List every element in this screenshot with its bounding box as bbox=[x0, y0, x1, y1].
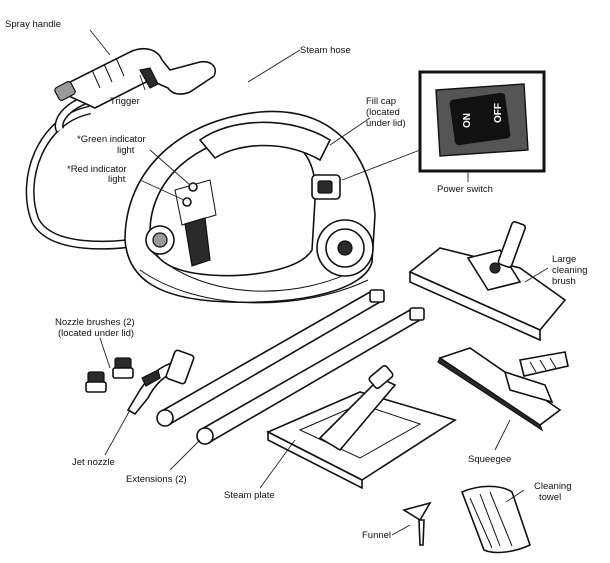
spray-handle bbox=[54, 48, 216, 109]
label-spray-handle: Spray handle bbox=[5, 19, 61, 30]
label-funnel: Funnel bbox=[362, 530, 391, 541]
label-trigger: Trigger bbox=[110, 96, 140, 107]
label-steam-hose: Steam hose bbox=[300, 45, 351, 56]
label-nozzle-brushes-2: (located under lid) bbox=[58, 328, 134, 339]
steam-plate bbox=[266, 364, 457, 490]
label-large-brush: Large bbox=[552, 254, 576, 265]
label-fill-cap-2: (located bbox=[366, 107, 400, 118]
leader-lines bbox=[89, 29, 549, 536]
label-green-indicator-2: light bbox=[117, 145, 135, 156]
label-fill-cap: Fill cap bbox=[366, 96, 396, 107]
label-steam-plate: Steam plate bbox=[224, 490, 275, 501]
jet-nozzle bbox=[126, 349, 195, 416]
label-jet-nozzle: Jet nozzle bbox=[72, 457, 115, 468]
label-squeegee: Squeegee bbox=[468, 454, 511, 465]
label-red-indicator-2: light bbox=[108, 174, 126, 185]
power-switch bbox=[449, 92, 511, 146]
label-nozzle-brushes: Nozzle brushes (2) bbox=[55, 317, 135, 328]
squeegee bbox=[437, 347, 569, 432]
red-indicator-light bbox=[182, 197, 192, 207]
label-cleaning-towel: Cleaning bbox=[534, 481, 572, 492]
nozzle-brush-1 bbox=[85, 371, 107, 393]
green-indicator-light bbox=[188, 182, 198, 192]
wheel bbox=[316, 219, 374, 277]
label-fill-cap-3: under lid) bbox=[366, 118, 406, 129]
label-green-indicator: *Green indicator bbox=[77, 134, 146, 145]
label-cleaning-towel-2: towel bbox=[539, 492, 561, 503]
extension-1 bbox=[156, 289, 385, 427]
switch-on-label: ON bbox=[462, 113, 473, 128]
cleaner-body bbox=[124, 110, 376, 304]
nozzle-brush-2 bbox=[112, 357, 134, 379]
funnel bbox=[402, 501, 432, 546]
label-red-indicator: *Red indicator bbox=[67, 164, 127, 175]
power-switch-callout: ON OFF bbox=[418, 70, 546, 182]
switch-off-label: OFF bbox=[493, 103, 504, 123]
large-cleaning-brush bbox=[408, 220, 567, 342]
label-extensions: Extensions (2) bbox=[126, 474, 187, 485]
extension-2 bbox=[196, 307, 425, 445]
hose-connector bbox=[145, 225, 175, 255]
label-power-switch: Power switch bbox=[437, 184, 493, 195]
label-large-brush-2: cleaning bbox=[552, 265, 587, 276]
label-large-brush-3: brush bbox=[552, 276, 576, 287]
cleaning-towel bbox=[460, 485, 531, 554]
